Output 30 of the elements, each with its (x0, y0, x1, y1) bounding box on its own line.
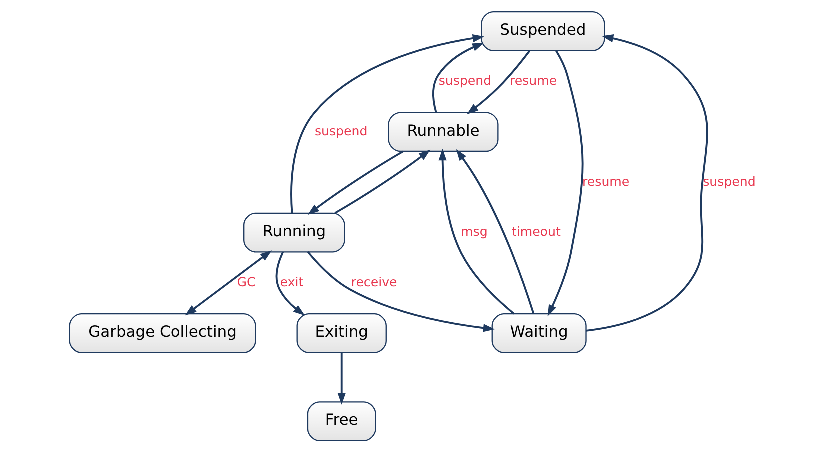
arrow (306, 252, 495, 332)
arrow (586, 34, 708, 332)
arrow (307, 150, 404, 216)
arrow (432, 43, 484, 113)
arrow (334, 150, 430, 214)
node-box: Waiting (491, 314, 586, 354)
edge-label: suspend (314, 123, 368, 138)
edge-label: suspend (702, 174, 756, 189)
edge-label: GC (236, 274, 256, 290)
node-box: Runnable (388, 112, 498, 152)
arrow (275, 252, 305, 316)
edge-label: exit (280, 274, 304, 290)
node-box: Suspended (480, 12, 605, 52)
arrow (547, 50, 584, 317)
arrow (438, 148, 514, 315)
node-box: Free (306, 402, 376, 442)
edge-label: resume (509, 73, 557, 88)
edge-label: receive (350, 274, 397, 290)
edge-label: resume (582, 174, 630, 189)
node-box: Exiting (296, 314, 386, 354)
edge-label: msg (460, 224, 488, 240)
arrow (337, 353, 346, 405)
arrow (290, 34, 484, 214)
node-box: Garbage Collecting (68, 314, 256, 354)
arrow (456, 149, 534, 314)
edge-label: timeout (511, 224, 560, 240)
edge-label: suspend (438, 73, 492, 88)
node-box: Running (243, 212, 345, 253)
arrow (466, 50, 530, 115)
arrow (184, 250, 272, 316)
